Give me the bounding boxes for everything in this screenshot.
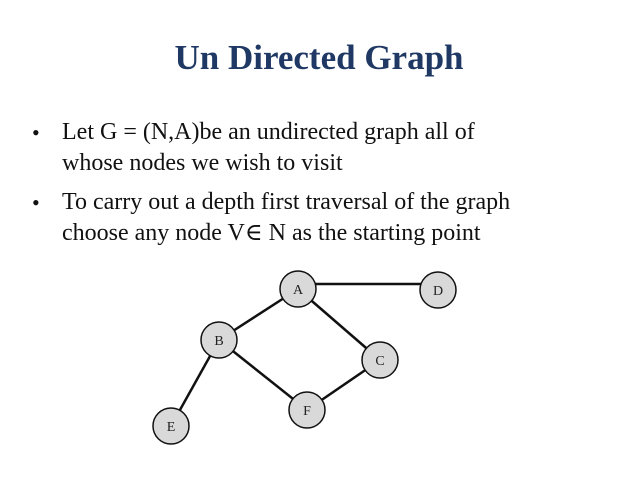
bullet-item: • To carry out a depth first traversal o… — [30, 187, 620, 249]
bullet-list: • Let G = (N,A)be an undirected graph al… — [30, 117, 620, 257]
node-b: B — [200, 321, 238, 359]
node-label-f: F — [303, 404, 311, 419]
bullet-text-line: Let G = (N,A)be an undirected graph all … — [62, 119, 475, 145]
bullet-item: • Let G = (N,A)be an undirected graph al… — [30, 117, 620, 179]
node-label-d: D — [433, 284, 443, 299]
node-c: C — [361, 341, 399, 379]
node-label-a: A — [293, 283, 304, 298]
bullet-text-line: choose any node V∈ N as the starting poi… — [62, 220, 481, 246]
bullet-marker: • — [32, 190, 40, 215]
node-label-b: B — [214, 334, 223, 349]
page-title: Un Directed Graph — [174, 38, 464, 77]
node-f: F — [288, 391, 326, 429]
node-e: E — [152, 407, 190, 445]
node-a: A — [279, 270, 317, 308]
node-d: D — [419, 271, 457, 309]
bullet-text-line: whose nodes we wish to visit — [62, 150, 343, 176]
node-label-e: E — [167, 420, 176, 435]
node-label-c: C — [375, 354, 384, 369]
bullet-text-line: To carry out a depth first traversal of … — [62, 189, 511, 215]
bullet-marker: • — [32, 120, 40, 145]
